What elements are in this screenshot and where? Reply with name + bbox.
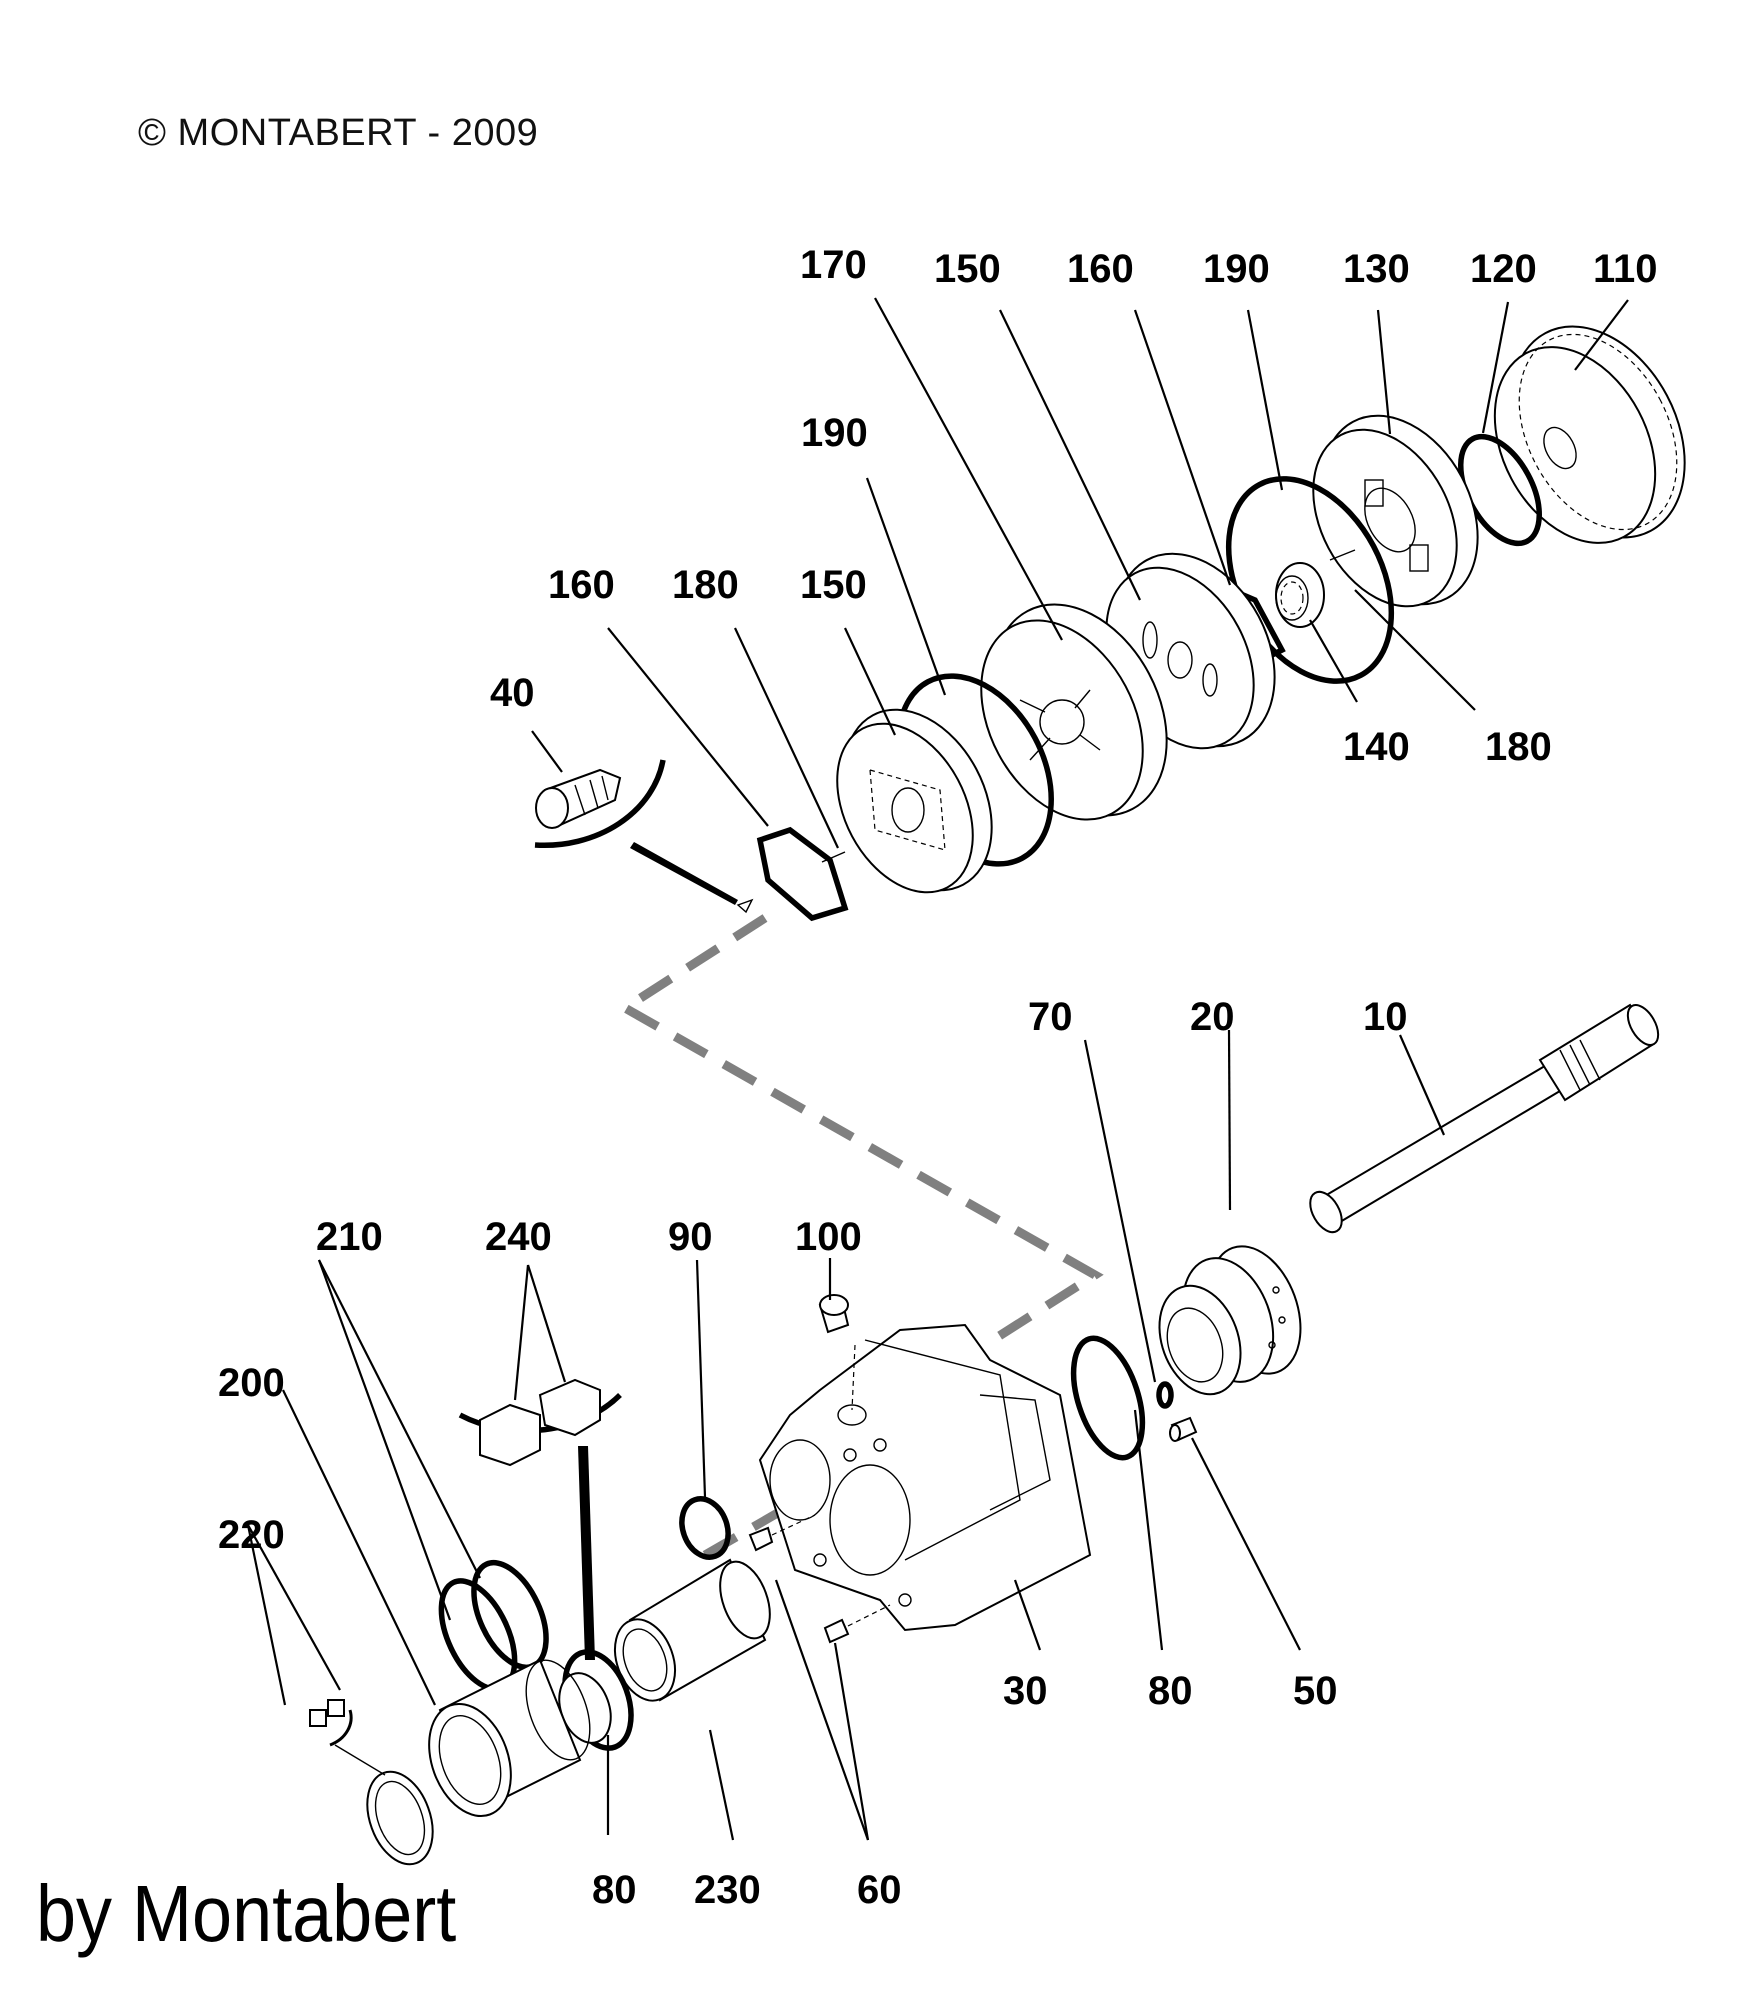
part-80-o-ring (1070, 1335, 1146, 1461)
part-160-gasket-2 (756, 826, 849, 922)
callout-190: 190 (1203, 247, 1270, 291)
part-40-nozzle-detail (534, 759, 754, 914)
callout-230: 230 (694, 1868, 761, 1912)
callout-210: 210 (316, 1215, 383, 1259)
callout-90: 90 (668, 1215, 713, 1259)
callout-170: 170 (800, 243, 867, 287)
part-100-plug (818, 1294, 850, 1334)
callout-100: 100 (795, 1215, 862, 1259)
part-180-pin-2 (821, 851, 846, 863)
callout-140: 140 (1343, 725, 1410, 769)
callout-240: 240 (485, 1215, 552, 1259)
part-210-ring-1 (471, 1559, 549, 1671)
callout-150-upper: 150 (800, 563, 867, 607)
callout-110: 110 (1593, 247, 1658, 291)
callout-60: 60 (857, 1868, 902, 1912)
callout-220: 220 (218, 1513, 285, 1557)
part-130-plate (1312, 414, 1479, 608)
part-150-plate-2 (836, 708, 993, 894)
copyright-notice: © MONTABERT - 2009 (138, 112, 539, 154)
callout-180-right: 180 (1485, 725, 1552, 769)
part-60-fitting-1 (748, 1514, 816, 1552)
callout-120: 120 (1470, 247, 1537, 291)
part-90-o-ring (679, 1496, 731, 1560)
callout-200: 200 (218, 1361, 285, 1405)
leader-lines (246, 297, 1629, 1841)
part-30-housing (758, 1323, 1092, 1632)
callout-40: 40 (490, 671, 535, 715)
callout-labels: 170 150 160 190 130 120 110 190 160 180 … (218, 243, 1658, 1912)
part-240-detail (458, 1378, 622, 1660)
callout-50: 50 (1293, 1669, 1338, 1713)
callout-10: 10 (1363, 995, 1408, 1039)
part-220-retainer (309, 1699, 434, 1866)
callout-30: 30 (1003, 1669, 1048, 1713)
part-10-shaft (1309, 1003, 1660, 1234)
callout-80-lower: 80 (592, 1868, 637, 1912)
part-60-fitting-2 (823, 1604, 891, 1644)
part-170-rotor-housing (980, 603, 1168, 821)
callout-70: 70 (1028, 995, 1073, 1039)
callout-20: 20 (1190, 995, 1235, 1039)
callout-160: 160 (1067, 247, 1134, 291)
part-180-pin (1329, 549, 1356, 561)
part-200-cylinder (428, 1658, 591, 1818)
part-50-pin (1169, 1416, 1198, 1442)
callout-160-upper: 160 (548, 563, 615, 607)
callout-190-upper: 190 (801, 411, 868, 455)
part-70-small-o-ring (1156, 1381, 1174, 1409)
part-20-bushing (1158, 1245, 1302, 1396)
callout-150: 150 (934, 247, 1001, 291)
byline: by Montabert (36, 1869, 457, 1958)
part-140-bearing (1275, 562, 1325, 628)
callout-180-upper: 180 (672, 563, 739, 607)
callout-130: 130 (1343, 247, 1410, 291)
part-230-sleeve (614, 1558, 771, 1702)
assembly-connector-path (616, 914, 1104, 1349)
callout-80-right: 80 (1148, 1669, 1193, 1713)
